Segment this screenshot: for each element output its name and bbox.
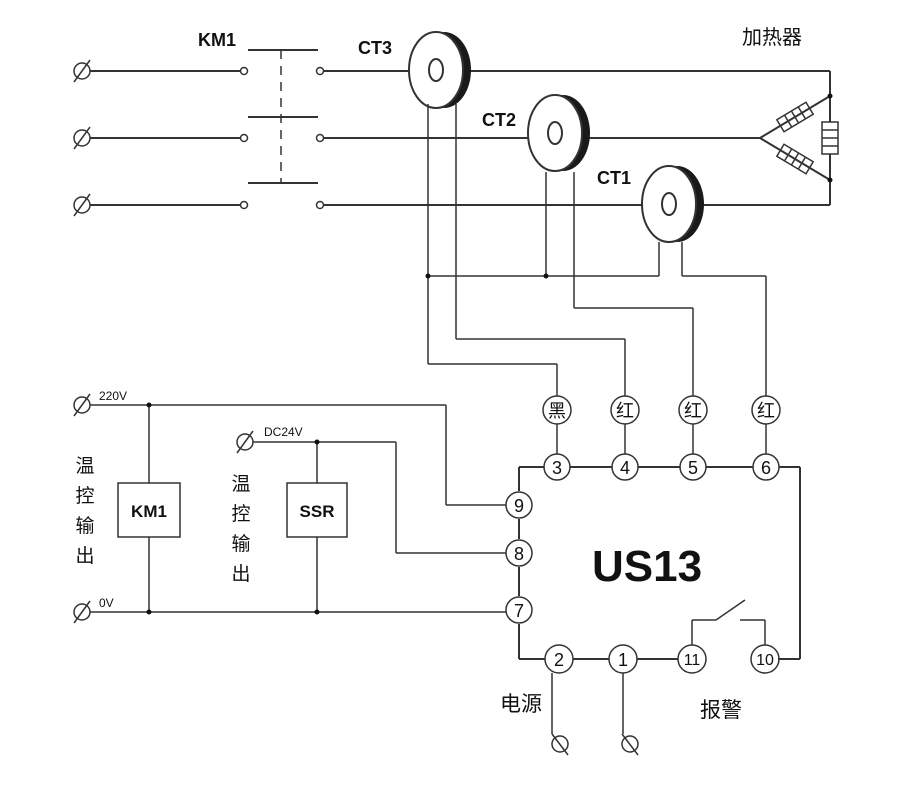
km1-coil-label: KM1 — [131, 502, 167, 521]
input-terminal-l3[interactable] — [73, 193, 91, 217]
dc-24v-label: DC24V — [264, 425, 303, 439]
dc-output-circuit: DC24V SSR 温 控 输 出 — [231, 425, 506, 615]
svg-text:红: 红 — [684, 401, 702, 422]
power-leads: 电源 报警 — [500, 673, 742, 756]
input-terminal-l2[interactable] — [73, 126, 91, 150]
terminal-1[interactable]: 1 — [608, 644, 638, 674]
temp-output-label-2: 温 控 输 出 — [231, 473, 250, 585]
svg-text:出: 出 — [231, 563, 250, 585]
wire-marker-red-6: 红 — [751, 395, 781, 425]
ct2-label: CT2 — [482, 110, 516, 130]
terminal-4[interactable]: 4 — [611, 453, 639, 481]
contactor-km1: KM1 — [198, 30, 325, 210]
svg-text:出: 出 — [75, 545, 94, 567]
alarm-relay-contact — [691, 599, 766, 645]
ac-terminal-0v[interactable] — [73, 600, 91, 624]
module-terminals: 3 4 5 6 9 8 7 2 — [505, 453, 780, 674]
alarm-label: 报警 — [700, 698, 742, 722]
input-terminal-l1[interactable] — [73, 59, 91, 83]
terminal-5[interactable]: 5 — [679, 453, 707, 481]
heater: 加热器 — [742, 25, 839, 205]
three-phase-inputs — [73, 59, 240, 217]
power-terminal-b[interactable] — [621, 733, 639, 756]
svg-text:红: 红 — [616, 401, 634, 422]
svg-text:黑: 黑 — [548, 401, 566, 422]
ct1-label: CT1 — [597, 168, 631, 188]
ssr-label: SSR — [300, 502, 335, 521]
terminal-10[interactable]: 10 — [750, 644, 780, 674]
ct-leads — [425, 104, 767, 396]
temp-output-label-1: 温 控 输 出 — [75, 455, 94, 567]
current-transformer-ct1: CT1 — [597, 165, 704, 243]
ac-220v-label: 220V — [99, 389, 127, 403]
power-label: 电源 — [500, 692, 542, 716]
terminal-6[interactable]: 6 — [752, 453, 780, 481]
current-transformer-ct2: CT2 — [482, 94, 590, 172]
wire-marker-red-5: 红 — [678, 395, 708, 425]
svg-text:5: 5 — [688, 458, 698, 478]
heater-label: 加热器 — [742, 25, 802, 49]
svg-text:9: 9 — [514, 496, 524, 516]
power-terminal-a[interactable] — [551, 733, 569, 756]
dc-terminal-24v[interactable] — [236, 430, 254, 454]
ac-terminal-220v[interactable] — [73, 393, 91, 417]
svg-text:7: 7 — [514, 601, 524, 621]
svg-text:控: 控 — [231, 503, 250, 525]
km1-coil-box — [117, 482, 181, 538]
wire-marker-red-4: 红 — [610, 395, 640, 425]
svg-text:10: 10 — [756, 652, 774, 669]
wire-color-markers: 黑 红 红 红 — [542, 395, 781, 454]
ct3-label: CT3 — [358, 38, 392, 58]
svg-text:11: 11 — [684, 652, 701, 669]
svg-text:1: 1 — [618, 650, 628, 670]
wire-marker-black: 黑 — [542, 395, 572, 425]
ssr-box — [286, 482, 348, 538]
module-name: US13 — [592, 542, 702, 591]
ac-0v-label: 0V — [99, 596, 114, 610]
terminal-7[interactable]: 7 — [505, 596, 533, 624]
svg-text:4: 4 — [620, 458, 630, 478]
svg-text:8: 8 — [514, 544, 524, 564]
terminal-3[interactable]: 3 — [543, 453, 571, 481]
us13-module: US13 — [518, 466, 801, 660]
svg-text:温: 温 — [231, 473, 250, 495]
terminal-9[interactable]: 9 — [505, 491, 533, 519]
current-transformer-ct3: CT3 — [358, 31, 471, 109]
svg-text:输: 输 — [231, 533, 250, 555]
terminal-8[interactable]: 8 — [505, 539, 533, 567]
svg-text:温: 温 — [75, 455, 94, 477]
svg-text:6: 6 — [761, 458, 771, 478]
svg-text:输: 输 — [75, 515, 94, 537]
svg-text:2: 2 — [554, 650, 564, 670]
contactor-label: KM1 — [198, 30, 236, 50]
terminal-11[interactable]: 11 — [677, 644, 707, 674]
ac-output-circuit: 220V 0V KM1 温 控 输 出 — [73, 389, 506, 624]
svg-text:控: 控 — [75, 485, 94, 507]
terminal-2[interactable]: 2 — [544, 644, 574, 674]
svg-text:红: 红 — [757, 401, 775, 422]
svg-text:3: 3 — [552, 458, 562, 478]
